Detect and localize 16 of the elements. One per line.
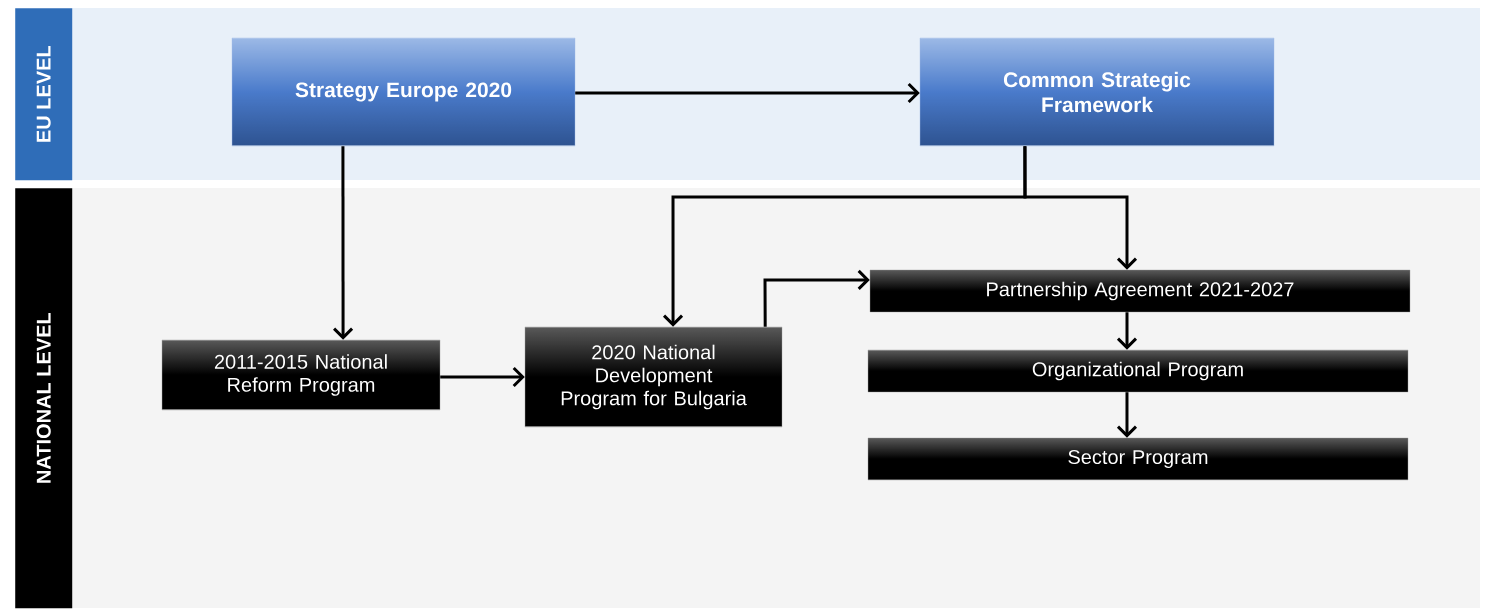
process-box: Strategy Europe 2020	[231, 37, 576, 147]
arrow	[1116, 392, 1138, 438]
process-box: 2011-2015 National Reform Program	[161, 339, 441, 411]
arrow	[440, 366, 525, 388]
arrow	[763, 269, 870, 327]
arrow	[1023, 146, 1138, 270]
arrow	[333, 146, 354, 340]
arrow	[575, 82, 920, 104]
node-label: NATIONAL LEVEL	[36, 312, 51, 483]
process-box: Sector Program	[867, 437, 1409, 481]
process-box: Organizational Program	[867, 349, 1409, 393]
node-label: EU LEVEL	[36, 45, 51, 142]
arrow	[1116, 312, 1138, 350]
process-box: Partnership Agreement 2021-2027	[869, 269, 1411, 313]
process-box: 2020 National Development Program for Bulgaria	[524, 326, 783, 428]
process-box: Common Strategic Framework	[919, 37, 1275, 147]
